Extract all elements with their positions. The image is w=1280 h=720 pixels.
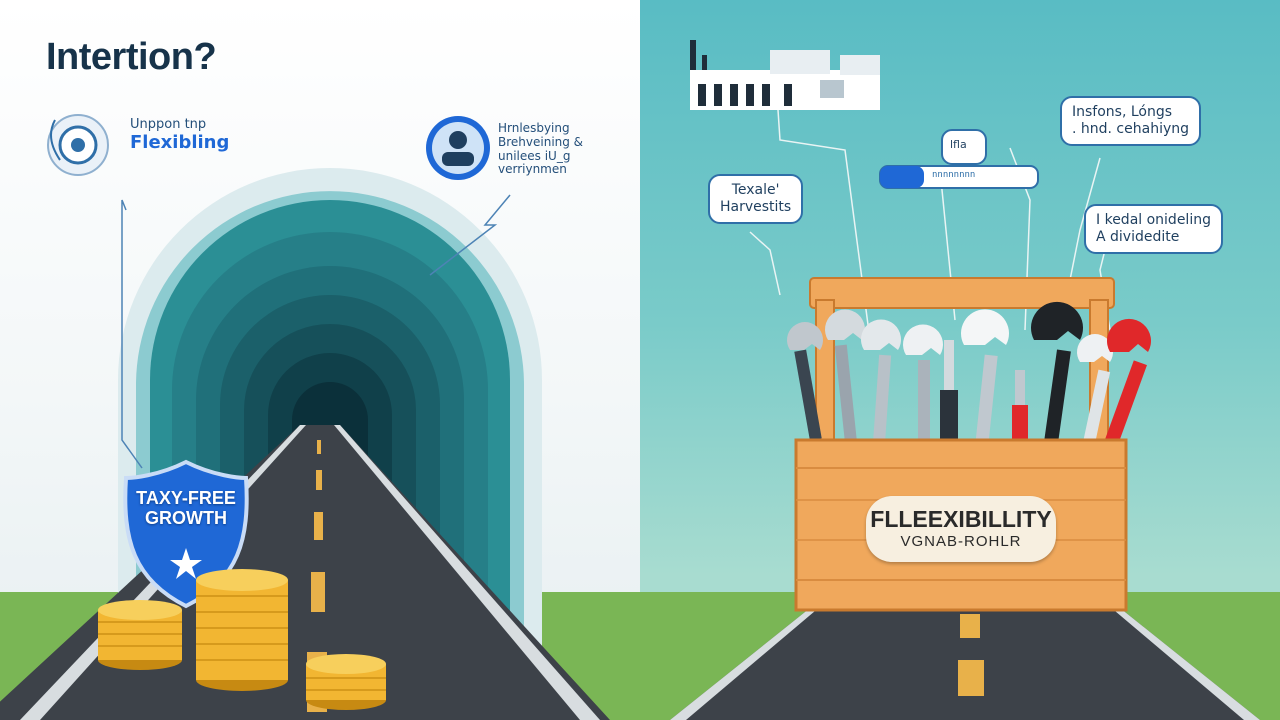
left-panel-tunnel-scene: Intertion? Unppon tnp Flexibling Hrnlesb…: [0, 0, 640, 720]
bubble-logs-line-1: Insfons, Lóngs: [1072, 104, 1173, 120]
coin-stack-front: [306, 654, 386, 710]
toolbox-plate: FLLEEXIBILLITY VGNAB-ROHLR: [866, 496, 1056, 562]
bubble-modeling-line-2: A dividedite: [1096, 228, 1180, 245]
bar-label: nnnnnnnn: [932, 170, 976, 180]
screwdriver-icon: [1012, 370, 1028, 450]
wrench-icon: [961, 309, 1009, 451]
callout-right-line: verriynmen: [498, 162, 567, 177]
coin-stack-center: [196, 569, 288, 691]
shield-label-line-2: GROWTH: [145, 508, 227, 528]
lane-dash: [317, 440, 321, 454]
bubble-logs: Insfons, Lóngs . hnd. cehahiyng: [1060, 96, 1202, 146]
toolbox-handle: [809, 277, 1115, 309]
badge-label: lfla: [950, 138, 967, 151]
toolbox-plate-subtitle: VGNAB-ROHLR: [900, 533, 1022, 550]
left-road-edge-right: [334, 425, 600, 720]
bubble-modeling-line-1: I kedal onideling: [1096, 212, 1211, 228]
callout-right: Hrnlesbying Brehveining & unilees iU_g v…: [498, 121, 584, 177]
bubble-harvests-line-1: Texale': [731, 182, 780, 198]
headline: Intertion?: [46, 36, 217, 78]
callout-line-right: [429, 194, 511, 276]
toolbox-plate-title: FLLEEXIBILLITY: [870, 506, 1052, 532]
lane-dash: [958, 660, 984, 696]
small-badge-icon: [941, 129, 987, 165]
callout-left: Unppon tnp Flexibling: [130, 117, 230, 154]
wrench-icon: [903, 324, 943, 448]
shield-label: TAXY-FREE GROWTH: [124, 488, 248, 528]
star-icon: [170, 548, 202, 579]
callout-right-line: Hrnlesbying: [498, 121, 570, 135]
callout-right-line: unilees iU_g: [498, 148, 571, 163]
lane-dash: [311, 572, 325, 612]
bubble-modeling: I kedal onideling A dividedite: [1084, 204, 1223, 254]
right-road-edge-left: [670, 600, 828, 720]
factory-icon: [690, 40, 880, 110]
bubble-logs-line-2: . hnd. cehahiyng: [1072, 120, 1190, 137]
shield-label-line-1: TAXY-FREE: [136, 488, 236, 508]
lane-dash: [314, 512, 323, 540]
bubble-harvests: Texale' Harvestits: [708, 174, 804, 224]
shield-badge: [123, 459, 249, 609]
wrench-icon: [825, 309, 865, 446]
callout-line-left: [121, 199, 143, 469]
lane-dash: [316, 470, 322, 490]
wrench-icon: [1103, 318, 1151, 448]
screwdriver-icon: [940, 340, 958, 450]
tunnel-artwork: [0, 114, 640, 720]
lane-dash: [960, 614, 980, 638]
wrench-icon: [787, 322, 823, 441]
wrench-icon: [861, 319, 901, 446]
wrench-icon: [1077, 334, 1113, 451]
wrench-icon: [1031, 301, 1083, 451]
right-panel-toolbox-scene: Texale' Harvestits Insfons, Lóngs . hnd.…: [640, 0, 1280, 720]
user-badge-icon: [426, 116, 490, 180]
progress-bar-graphic: [879, 165, 1039, 189]
callout-left-line-2: Flexibling: [130, 131, 230, 153]
callout-left-line-1: Unppon tnp: [130, 117, 207, 132]
bubble-harvests-line-2: Harvestits: [720, 198, 792, 215]
coin-stack-left: [98, 600, 182, 670]
right-road-edge-right: [1102, 600, 1260, 720]
gear-icon: [47, 114, 109, 176]
callout-right-line: Brehveining &: [498, 134, 584, 149]
